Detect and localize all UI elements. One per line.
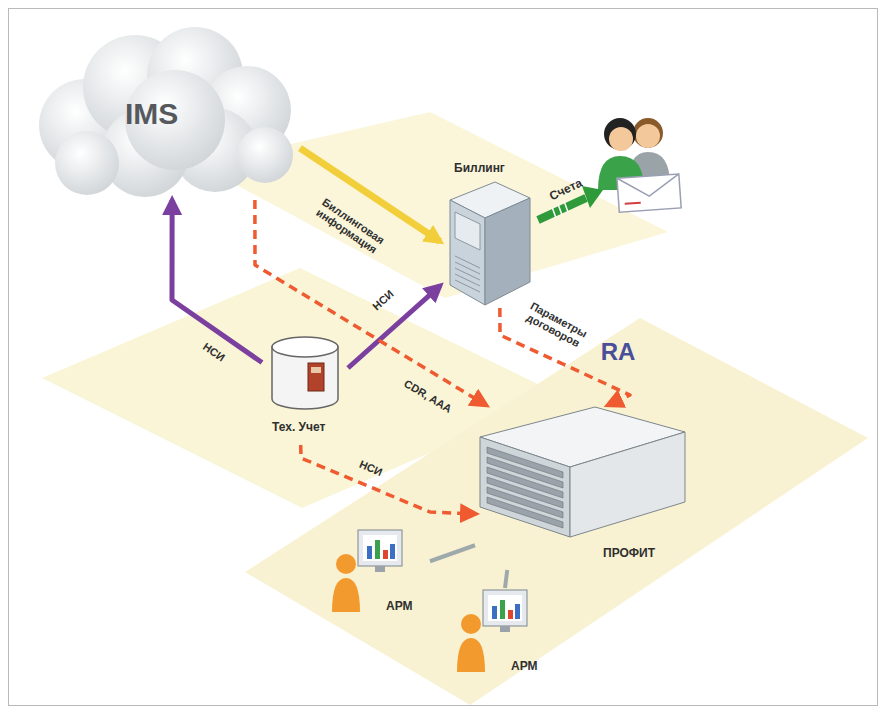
plane-ra: [245, 318, 868, 705]
node-shape: [330, 528, 430, 623]
node-box: ПРОФИТ: [475, 405, 690, 570]
node-label: Биллинг: [454, 162, 505, 175]
node-box: Биллинг: [440, 160, 535, 308]
connector: [172, 200, 262, 363]
node-box: IMS: [25, 15, 300, 200]
node-box: АРМ: [455, 588, 555, 683]
plane-top: [200, 112, 668, 298]
cloud-puff: [237, 127, 293, 183]
node-shape: [455, 588, 555, 683]
node-shape: [475, 405, 690, 570]
connector: [301, 445, 475, 514]
cloud-puff: [55, 131, 119, 195]
connector-label: НСИ: [194, 336, 234, 368]
node-label: АРМ: [511, 660, 538, 673]
connector-label: Биллинговая информация: [307, 191, 393, 260]
node-label: Тех. Учет: [272, 421, 325, 434]
server-icon: [450, 182, 530, 305]
node-label: ПРОФИТ: [603, 547, 655, 560]
region-label: RA: [601, 339, 636, 365]
users-icon: [598, 118, 681, 212]
node-shape: [440, 160, 535, 308]
invoice-label: Счета: [548, 177, 585, 204]
node-label: АРМ: [386, 600, 413, 613]
connector-label: НСИ: [364, 282, 402, 318]
node-box: Тех. Учет: [262, 335, 348, 445]
rack-server-icon: [480, 407, 685, 537]
connector-label: НСИ: [350, 455, 392, 482]
node-label: IMS: [125, 97, 178, 130]
connector: [430, 545, 475, 561]
connector: [505, 570, 507, 588]
connector-label: Параметры договоров: [514, 295, 598, 355]
node-box: АРМ: [330, 528, 430, 623]
cloud-puff: [125, 70, 225, 170]
connector-label: CDR, AAA: [391, 370, 466, 422]
database-icon: [272, 337, 338, 409]
